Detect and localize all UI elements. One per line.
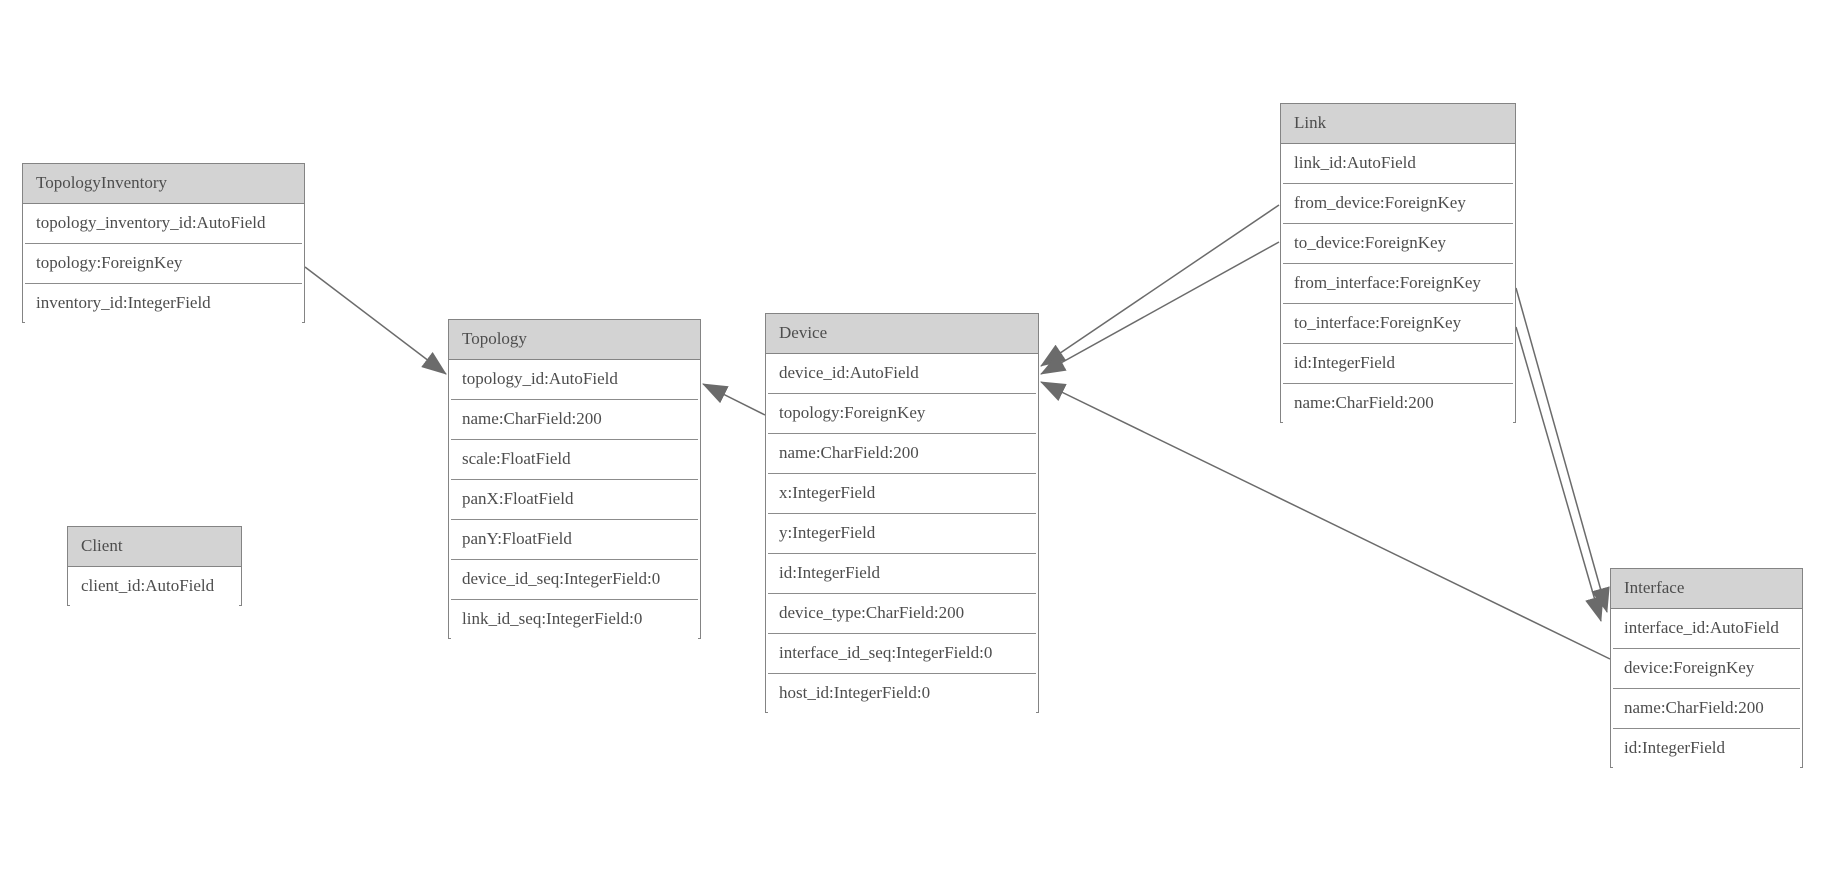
- field-row: from_device:ForeignKey: [1283, 184, 1513, 224]
- field-row: client_id:AutoField: [70, 567, 239, 607]
- entity-header: Topology: [449, 320, 700, 360]
- field-row: device_id:AutoField: [768, 354, 1036, 394]
- relationship-line-link-to_device: [1040, 241, 1280, 375]
- field-row: topology_id:AutoField: [451, 360, 698, 400]
- field-row: interface_id_seq:IntegerField:0: [768, 634, 1036, 674]
- field-row: topology_inventory_id:AutoField: [25, 204, 302, 244]
- relationship-line-topologyinventory-topology: [304, 266, 447, 375]
- entity-header: Link: [1281, 104, 1515, 144]
- field-row: link_id_seq:IntegerField:0: [451, 600, 698, 640]
- field-row: from_interface:ForeignKey: [1283, 264, 1513, 304]
- field-row: panY:FloatField: [451, 520, 698, 560]
- entity-header: Interface: [1611, 569, 1802, 609]
- entity-header: TopologyInventory: [23, 164, 304, 204]
- field-row: id:IntegerField: [1283, 344, 1513, 384]
- field-row: to_device:ForeignKey: [1283, 224, 1513, 264]
- relationship-line-link-to_interface: [1515, 326, 1604, 622]
- field-row: to_interface:ForeignKey: [1283, 304, 1513, 344]
- field-row: device:ForeignKey: [1613, 649, 1800, 689]
- field-row: name:CharField:200: [1283, 384, 1513, 424]
- field-row: y:IntegerField: [768, 514, 1036, 554]
- field-row: link_id:AutoField: [1283, 144, 1513, 184]
- field-row: name:CharField:200: [768, 434, 1036, 474]
- entity-header: Client: [68, 527, 241, 567]
- field-row: id:IntegerField: [1613, 729, 1800, 769]
- field-row: panX:FloatField: [451, 480, 698, 520]
- field-row: scale:FloatField: [451, 440, 698, 480]
- field-row: interface_id:AutoField: [1613, 609, 1800, 649]
- field-row: name:CharField:200: [451, 400, 698, 440]
- relationship-line-link-from_interface: [1515, 287, 1610, 613]
- field-row: id:IntegerField: [768, 554, 1036, 594]
- field-row: topology:ForeignKey: [25, 244, 302, 284]
- relationship-line-interface-device: [1040, 381, 1611, 660]
- field-row: device_id_seq:IntegerField:0: [451, 560, 698, 600]
- relationship-line-link-from_device: [1040, 204, 1280, 367]
- field-row: topology:ForeignKey: [768, 394, 1036, 434]
- entity-header: Device: [766, 314, 1038, 354]
- field-row: inventory_id:IntegerField: [25, 284, 302, 324]
- field-row: name:CharField:200: [1613, 689, 1800, 729]
- relationship-line-device-topology: [702, 383, 766, 416]
- field-row: x:IntegerField: [768, 474, 1036, 514]
- field-row: device_type:CharField:200: [768, 594, 1036, 634]
- field-row: host_id:IntegerField:0: [768, 674, 1036, 714]
